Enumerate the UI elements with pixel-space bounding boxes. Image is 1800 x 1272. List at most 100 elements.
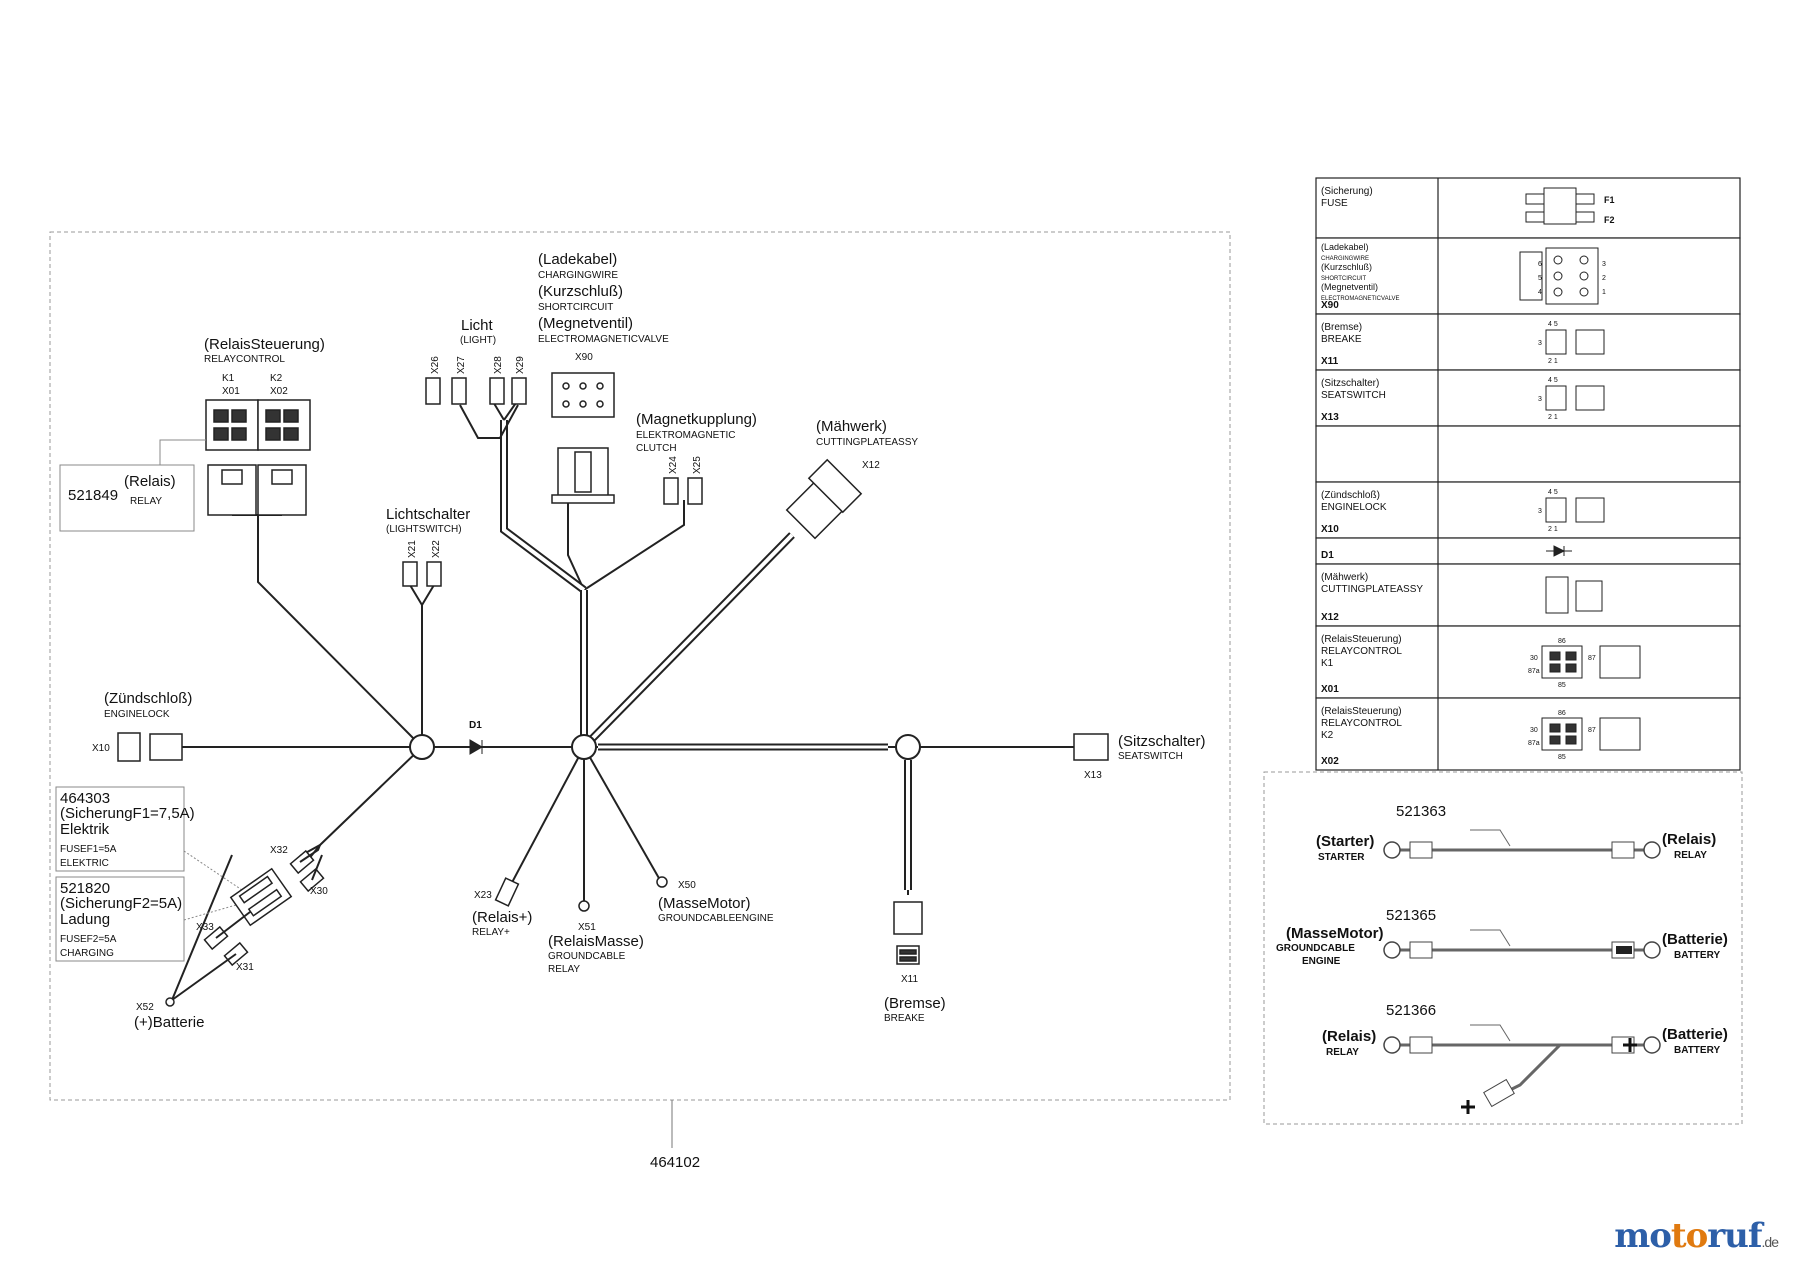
charging-de1: (Ladekabel) <box>538 251 617 268</box>
pin-label: 87a <box>1528 668 1540 675</box>
x12-connector <box>785 458 863 540</box>
legend-code: X01 <box>1321 684 1339 695</box>
diode-symbol <box>469 739 483 755</box>
x12-label: X12 <box>862 460 880 471</box>
pin-label: 86 <box>1558 710 1566 717</box>
fuse2-line2: Ladung <box>60 911 110 928</box>
x11-connector <box>893 901 923 965</box>
relay-plus-en: RELAY+ <box>472 927 510 938</box>
x11-label: X11 <box>901 974 918 985</box>
brand-de: .de <box>1761 1234 1779 1250</box>
pin-label: 3 <box>1538 396 1542 403</box>
relay-ground-en2: RELAY <box>548 964 580 975</box>
light-en: (LIGHT) <box>460 335 496 346</box>
cable: 521366(Batterie)BATTERY(Relais)RELAY <box>1322 1002 1728 1114</box>
x13-label: X13 <box>1084 770 1102 781</box>
x51-ring <box>578 900 590 912</box>
ignition-de: (Zündschloß) <box>104 690 192 707</box>
junction-node <box>895 734 921 760</box>
relay-box <box>59 464 195 532</box>
legend-symbol: 4 532 1 <box>1538 377 1605 421</box>
x29-label: X29 <box>515 356 526 374</box>
clutch-connectors <box>663 477 703 505</box>
legend-text: ELECTROMAGNETICVALVE <box>1321 296 1399 302</box>
x22-label: X22 <box>431 540 442 558</box>
cable-left-en2: ENGINE <box>1302 956 1341 967</box>
x01-label: X01 <box>222 386 240 397</box>
legend-text: K2 <box>1321 730 1334 741</box>
relay-ground-en1: GROUNDCABLE <box>548 951 626 962</box>
junction-node <box>409 734 435 760</box>
x13-connector <box>1073 733 1109 761</box>
cable-left-de: (MasseMotor) <box>1286 925 1384 942</box>
x90-connector <box>551 372 615 504</box>
brand-logo: motoruf.de <box>1614 1216 1779 1256</box>
x28-label: X28 <box>493 356 504 374</box>
cable: 521363(Relais)RELAY(Starter)STARTER <box>1316 803 1716 863</box>
engine-ground-de: (MasseMotor) <box>658 895 751 912</box>
legend-symbol: 4 532 1 <box>1538 489 1605 533</box>
cable-part: 521365 <box>1386 907 1436 924</box>
legend-text: (Bremse) <box>1321 322 1362 333</box>
cable-left-en1: GROUNDCABLE <box>1276 943 1355 954</box>
relay-control-en: RELAYCONTROL <box>204 354 285 365</box>
x24-label: X24 <box>668 456 679 474</box>
x30-label: X30 <box>310 886 328 897</box>
fuse-holder <box>203 849 325 967</box>
legend-symbol <box>1546 545 1572 557</box>
cable-part: 521363 <box>1396 803 1446 820</box>
light-connectors <box>425 377 527 405</box>
seat-switch-en: SEATSWITCH <box>1118 751 1183 762</box>
x32-label: X32 <box>270 845 288 856</box>
legend-symbol <box>1545 576 1603 614</box>
fuse-f2: F2 <box>1604 215 1615 225</box>
pin-label: 2 1 <box>1548 358 1558 365</box>
charging-de3: (Megnetventil) <box>538 315 633 332</box>
x27-label: X27 <box>456 356 467 374</box>
x10-label: X10 <box>92 743 110 754</box>
x02-label: X02 <box>270 386 288 397</box>
fuse1-line1: (SicherungF1=7,5A) <box>60 805 195 822</box>
light-switch-de: Lichtschalter <box>386 506 470 523</box>
cable-right-en: BATTERY <box>1674 1045 1720 1056</box>
legend-text: SHORTCIRCUIT <box>1321 276 1367 282</box>
fuse2-part: 521820 <box>60 880 110 897</box>
legend-text: (Zündschloß) <box>1321 490 1380 501</box>
relay-control-connector <box>205 399 311 516</box>
pin-label: 86 <box>1558 638 1566 645</box>
legend-text: ENGINELOCK <box>1321 502 1387 513</box>
wires <box>171 460 1075 1001</box>
pin-label: 85 <box>1558 682 1566 689</box>
legend-code: X12 <box>1321 612 1339 623</box>
light-switch-en: (LIGHTSWITCH) <box>386 524 462 535</box>
brand-mo: mo <box>1614 1216 1672 1256</box>
x23-label: X23 <box>474 890 492 901</box>
relay-ground-de: (RelaisMasse) <box>548 933 644 950</box>
pin-label: 2 1 <box>1548 526 1558 533</box>
cable-part: 521366 <box>1386 1002 1436 1019</box>
relay-control-de: (RelaisSteuerung) <box>204 336 325 353</box>
legend-text: CHARGINGWIRE <box>1321 256 1369 262</box>
legend-code: X90 <box>1321 300 1339 311</box>
pin-label: 3 <box>1602 261 1606 268</box>
pin-label: 2 1 <box>1548 414 1558 421</box>
x51-label: X51 <box>578 922 596 933</box>
pin-label: 5 <box>1538 275 1542 282</box>
legend-text: (Mähwerk) <box>1321 572 1368 583</box>
x31-label: X31 <box>236 962 254 973</box>
seat-switch-de: (Sitzschalter) <box>1118 733 1206 750</box>
charging-en1: CHARGINGWIRE <box>538 270 618 281</box>
x50-label: X50 <box>678 880 696 891</box>
legend-code: X02 <box>1321 756 1339 767</box>
mower-de: (Mähwerk) <box>816 418 887 435</box>
relay-part: 521849 <box>68 487 118 504</box>
pin-label: 87 <box>1588 727 1596 734</box>
clutch-de: (Magnetkupplung) <box>636 411 757 428</box>
